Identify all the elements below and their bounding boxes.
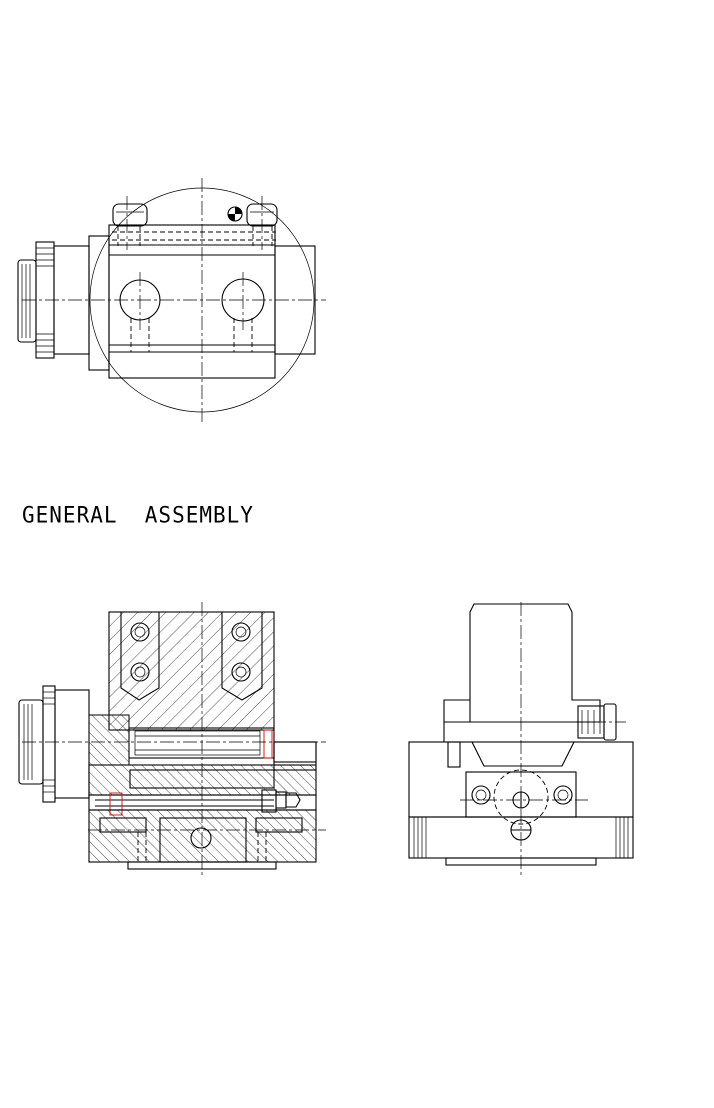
front-section-view bbox=[18, 602, 326, 876]
knob-cap bbox=[17, 259, 37, 343]
top-view bbox=[17, 178, 326, 424]
front-knob-sleeve bbox=[54, 689, 90, 799]
star-knob bbox=[493, 769, 549, 825]
front-knob-cap bbox=[18, 699, 44, 785]
drawing-title: GENERAL ASSEMBLY bbox=[22, 502, 254, 528]
upper-body bbox=[108, 611, 275, 731]
front-knob bbox=[42, 685, 56, 803]
v-jaw bbox=[471, 741, 575, 767]
bolt-left bbox=[112, 203, 148, 227]
dowel bbox=[190, 827, 212, 849]
top-body bbox=[108, 224, 276, 379]
shaft bbox=[128, 727, 275, 759]
side-view bbox=[408, 602, 634, 876]
side-housing bbox=[443, 603, 601, 723]
